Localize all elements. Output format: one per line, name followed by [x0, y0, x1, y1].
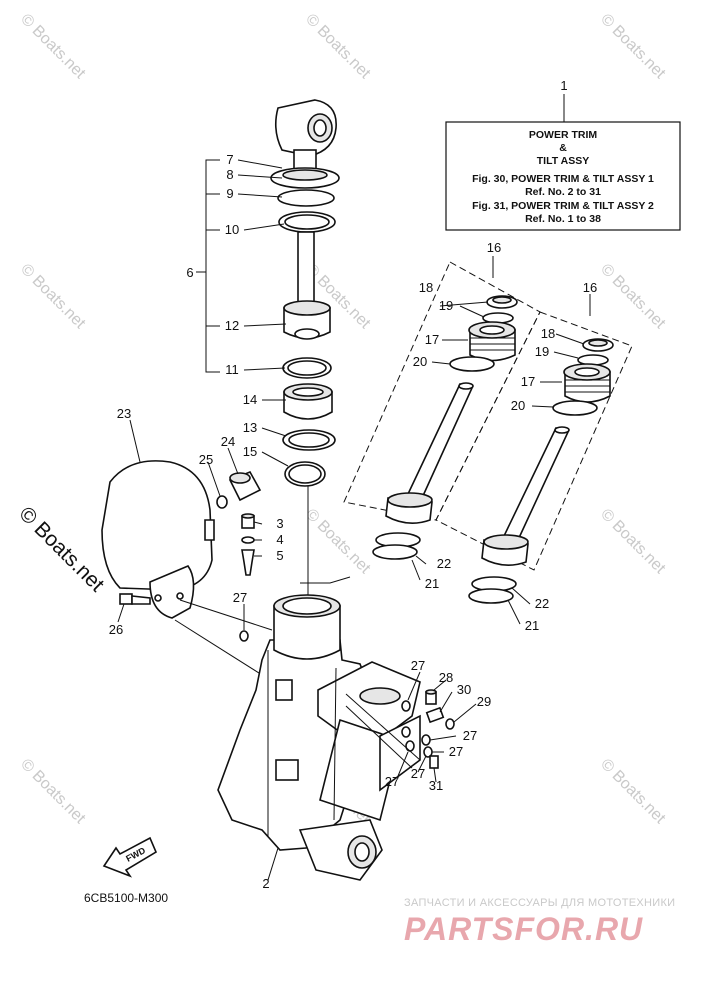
callout-16-left: 16 [487, 240, 501, 255]
callout-28: 28 [439, 670, 453, 685]
callout-12: 12 [225, 318, 239, 333]
callout-7: 7 [226, 152, 233, 167]
trim-ram-group-left [343, 256, 541, 524]
diagram-code: 6CB5100-M300 [84, 891, 168, 905]
fwd-arrow: FWD [102, 836, 158, 878]
callout-27-e: 27 [385, 774, 399, 789]
callout-19-left: 19 [439, 298, 453, 313]
motor-cover [101, 460, 273, 681]
callout-25: 25 [199, 452, 213, 467]
callout-26: 26 [109, 622, 123, 637]
watermark-2: © Boats.net [302, 11, 374, 83]
callout-16-right: 16 [583, 280, 597, 295]
callout-8: 8 [226, 167, 233, 182]
watermark-8: © Boats.net [597, 506, 669, 578]
watermark-9: © Boats.net [17, 756, 89, 828]
small-parts [119, 470, 262, 642]
callout-31: 31 [429, 778, 443, 793]
watermark-11: © Boats.net [597, 756, 669, 828]
callout-11: 11 [225, 362, 239, 377]
callout-21-left: 21 [425, 576, 439, 591]
watermark-4: © Boats.net [17, 261, 89, 333]
callout-22-right: 22 [535, 596, 549, 611]
watermark-6: © Boats.net [597, 261, 669, 333]
callout-27-f: 27 [411, 766, 425, 781]
label-box-title: POWER TRIM [529, 129, 597, 141]
callout-1: 1 [560, 78, 567, 93]
callout-10: 10 [225, 222, 239, 237]
callout-18-right: 18 [541, 326, 555, 341]
callouts: 1 2 3 4 5 6 7 8 9 10 11 12 13 14 15 16 1… [109, 78, 597, 891]
trim-ram-group-right [435, 294, 633, 571]
callout-5: 5 [276, 548, 283, 563]
callout-18-left: 18 [419, 280, 433, 295]
watermark-7: © Boats.net [302, 506, 374, 578]
callout-2: 2 [262, 876, 269, 891]
watermark-main: © Boats.net [14, 502, 108, 596]
label-box-ref2-sub: Ref. No. 1 to 38 [525, 213, 601, 225]
callout-22-left: 22 [437, 556, 451, 571]
callout-27-b: 27 [411, 658, 425, 673]
callout-3: 3 [276, 516, 283, 531]
callout-30: 30 [457, 682, 471, 697]
watermark-3: © Boats.net [597, 11, 669, 83]
label-box: POWER TRIM & TILT ASSY Fig. 30, POWER TR… [445, 94, 681, 231]
callout-13: 13 [243, 420, 257, 435]
callout-19-right: 19 [535, 344, 549, 359]
callout-27-c: 27 [463, 728, 477, 743]
callout-15: 15 [243, 444, 257, 459]
callout-17-right: 17 [521, 374, 535, 389]
watermark-1: © Boats.net [17, 11, 89, 83]
callout-17-left: 17 [425, 332, 439, 347]
label-box-subtitle: TILT ASSY [537, 155, 590, 167]
callout-20-left: 20 [413, 354, 427, 369]
callout-20-right: 20 [511, 398, 525, 413]
bracket-6 [196, 159, 220, 373]
callout-9: 9 [226, 186, 233, 201]
rings-21-22 [300, 532, 517, 604]
brand-subtitle: ЗАПЧАСТИ И АКСЕССУАРЫ ДЛЯ МОТОТЕХНИКИ [404, 897, 675, 909]
label-box-ref1: Fig. 30, POWER TRIM & TILT ASSY 1 [472, 173, 654, 185]
tilt-rod-assembly [270, 99, 340, 596]
label-box-amp: & [559, 142, 567, 154]
callout-6: 6 [186, 265, 193, 280]
callout-14: 14 [243, 392, 257, 407]
callout-4: 4 [276, 532, 283, 547]
callout-27-a: 27 [233, 590, 247, 605]
brand-name: PARTSFOR.RU [404, 911, 643, 947]
callout-21-right: 21 [525, 618, 539, 633]
callout-27-d: 27 [449, 744, 463, 759]
label-box-ref1-sub: Ref. No. 2 to 31 [525, 186, 601, 198]
leader-lines [117, 159, 585, 881]
callout-23: 23 [117, 406, 131, 421]
main-housing [217, 594, 421, 881]
callout-29: 29 [477, 694, 491, 709]
label-box-ref2: Fig. 31, POWER TRIM & TILT ASSY 2 [472, 200, 654, 212]
brand-watermark: ЗАПЧАСТИ И АКСЕССУАРЫ ДЛЯ МОТОТЕХНИКИ PA… [404, 897, 675, 947]
callout-24: 24 [221, 434, 235, 449]
